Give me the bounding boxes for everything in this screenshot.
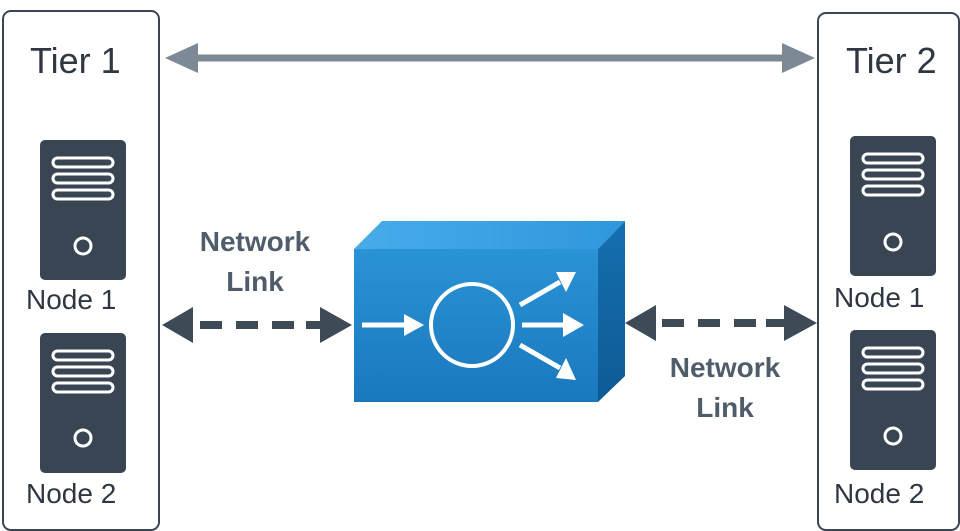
network-link-label-left: Network Link [180,222,330,302]
load-balancer-icon [354,221,625,402]
tier-1-title: Tier 1 [30,40,121,81]
link-label-line-2: Link [226,266,284,297]
tier-1-node-1-label: Node 1 [26,284,117,315]
server-icon [850,330,936,470]
network-link-arrow-left [162,307,352,343]
server-icon [850,136,936,276]
tier-2-node-1-label: Node 1 [834,282,925,313]
server-icon [40,140,126,280]
link-label-line-1: Network [199,226,311,257]
link-label-line-1: Network [669,352,781,383]
tier-connection-arrow [165,43,815,73]
tier-1-node-2-label: Node 2 [26,478,117,509]
server-icon [40,333,126,473]
tier-2-title: Tier 2 [846,40,937,81]
tier-2-node-2-label: Node 2 [834,478,925,509]
link-label-line-2: Link [696,392,754,423]
network-link-arrow-right [625,305,817,341]
network-link-label-right: Network Link [650,348,800,428]
